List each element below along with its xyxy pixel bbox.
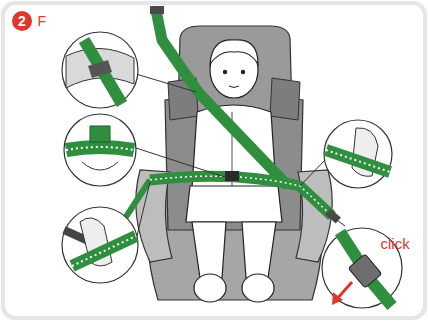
belt-detail xyxy=(326,150,390,172)
buckle xyxy=(348,254,382,288)
belt-clip xyxy=(225,171,239,181)
leader-line xyxy=(300,160,325,186)
left-foot xyxy=(194,274,226,302)
shorts-detail xyxy=(82,162,118,170)
leader-line xyxy=(136,74,196,92)
lap-belt xyxy=(150,176,332,216)
step-letter: F xyxy=(38,14,47,28)
headrest-detail xyxy=(66,48,134,88)
belt-detail xyxy=(370,280,392,306)
belt-stitch xyxy=(326,150,390,172)
panel xyxy=(5,5,423,316)
click-text: click xyxy=(381,236,410,251)
arrow-head xyxy=(332,292,343,305)
right-leg xyxy=(242,222,276,278)
belt-guide xyxy=(88,60,112,78)
eye xyxy=(223,70,227,74)
belt-stitch xyxy=(72,236,136,266)
left-leg xyxy=(192,222,226,278)
leader-line xyxy=(334,218,345,226)
callout-circle xyxy=(62,32,138,108)
leader-line xyxy=(136,148,228,178)
callout-circle xyxy=(324,120,392,188)
callout-circle xyxy=(62,207,138,283)
leader-line xyxy=(136,182,150,240)
child-shorts xyxy=(186,186,282,222)
belt-detail xyxy=(72,236,136,266)
lap-belt-stitch xyxy=(150,176,332,216)
step-number: 2 xyxy=(18,14,26,28)
belt-detail xyxy=(84,40,122,104)
right-foot xyxy=(242,274,274,302)
eye xyxy=(241,70,245,74)
belt-stitch xyxy=(66,147,134,150)
belt-anchor xyxy=(150,6,164,14)
step-badge xyxy=(12,11,32,31)
right-wing xyxy=(270,78,300,120)
mouth xyxy=(229,86,239,88)
belt-detail xyxy=(66,147,134,150)
belt-clip-detail xyxy=(90,126,110,142)
callout-circle xyxy=(64,114,136,186)
child-hair xyxy=(210,40,258,64)
shoulder-belt xyxy=(156,10,288,186)
